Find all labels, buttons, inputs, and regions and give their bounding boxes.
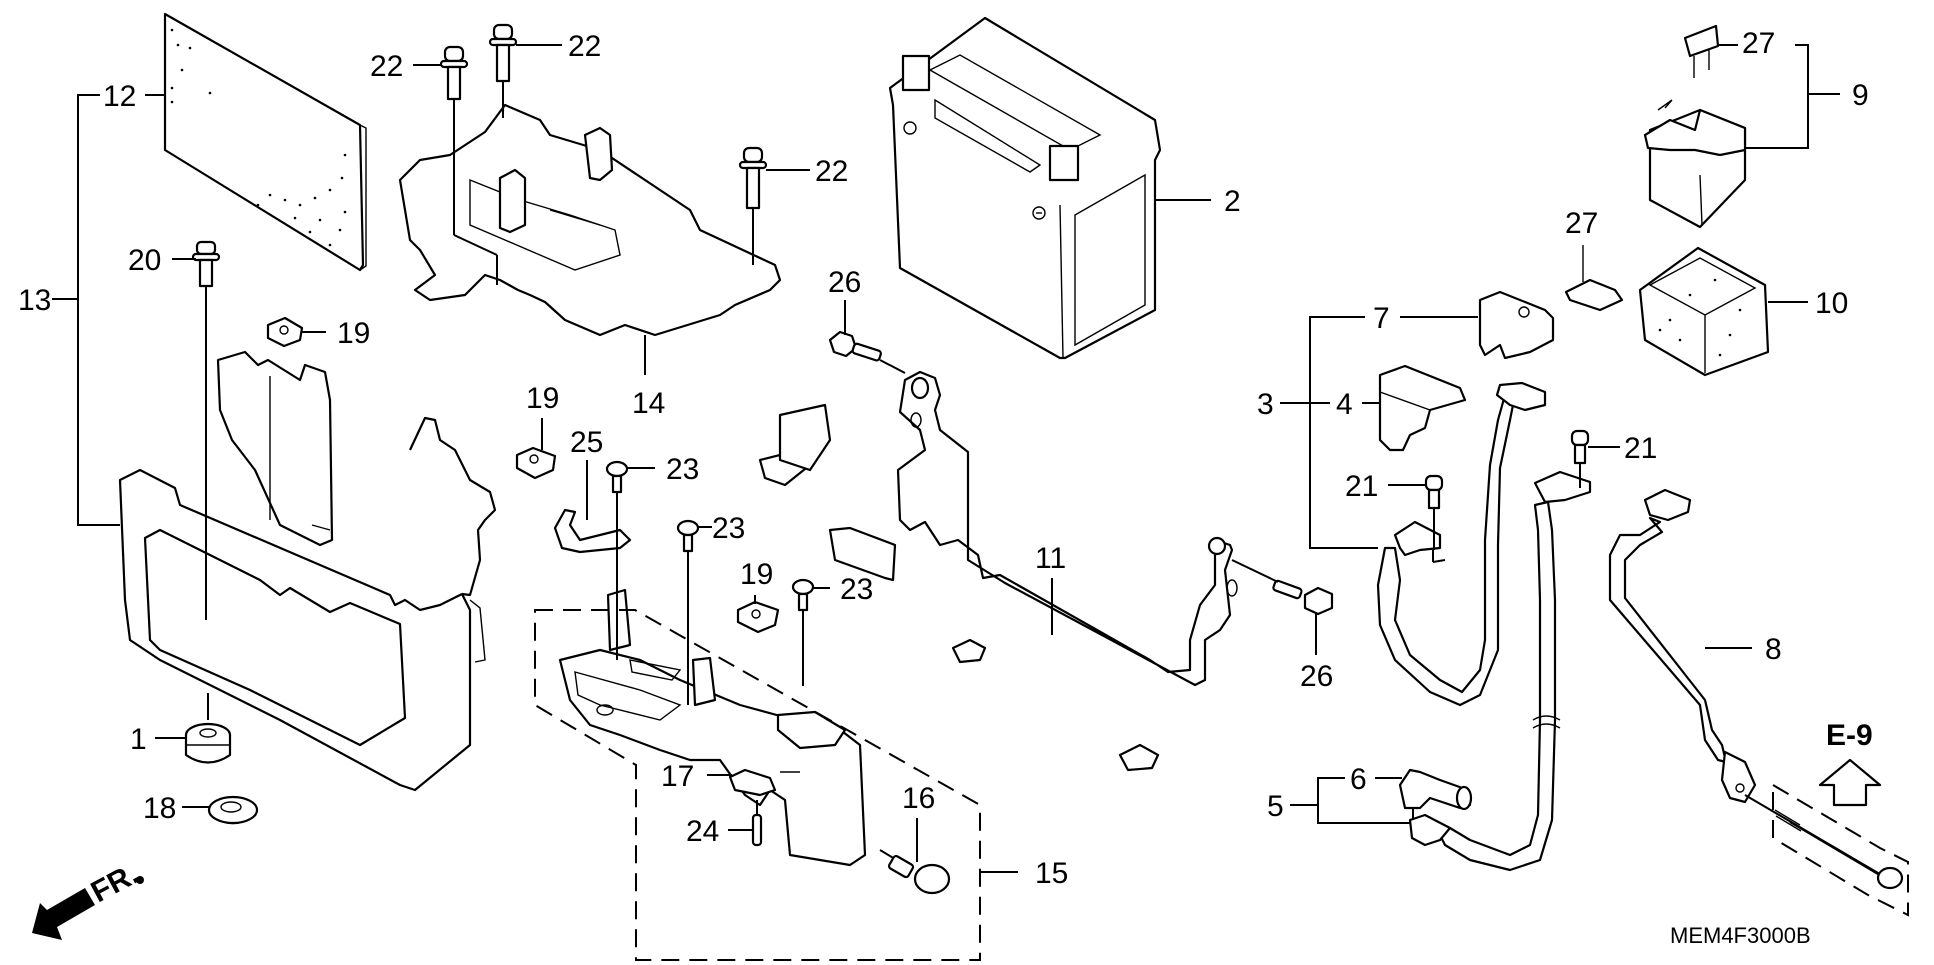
callout-14: 14 <box>632 387 665 420</box>
part-18-grommet <box>207 795 259 825</box>
callout-18: 18 <box>143 792 176 825</box>
callout-6: 6 <box>1350 763 1367 796</box>
part-27-fuse-mid <box>1564 245 1624 312</box>
callout-23-c: 23 <box>840 573 873 606</box>
callout-4: 4 <box>1336 388 1353 421</box>
callout-1: 1 <box>130 723 147 756</box>
part-8-ground-cable <box>1608 488 1757 804</box>
reference-e9: E-9 <box>1826 719 1873 752</box>
callout-22-right: 22 <box>815 155 848 188</box>
part-7-terminal-cover <box>1478 290 1555 360</box>
part-17-grommet <box>728 768 777 797</box>
callout-21-left: 21 <box>1345 470 1378 503</box>
e9-reference-arrow <box>1818 758 1882 807</box>
callout-23-a: 23 <box>666 453 699 486</box>
part-8-bolt-dashed <box>1744 783 1909 917</box>
callout-24: 24 <box>686 815 719 848</box>
part-20-bolt <box>191 240 221 620</box>
part-24-pin <box>751 800 763 847</box>
callout-15: 15 <box>1035 857 1068 890</box>
part-26-bolt-upper <box>828 330 906 374</box>
front-label: FR. <box>86 857 144 909</box>
part-14-battery-tray <box>398 103 782 337</box>
part-19-clip-nut <box>266 316 304 348</box>
part-16-bolt <box>879 849 951 895</box>
callout-26-lower: 26 <box>1300 660 1333 693</box>
part-13-battery-box <box>118 350 497 792</box>
diagram-code: MEM4F3000B <box>1670 923 1811 948</box>
part-27-fuse-top <box>1683 24 1720 78</box>
callout-19-upper: 19 <box>337 317 370 350</box>
callout-12: 12 <box>103 80 136 113</box>
callout-22-top: 22 <box>568 30 601 63</box>
part-9-starter-relay <box>1643 99 1747 229</box>
callout-22-left: 22 <box>370 50 403 83</box>
callout-8: 8 <box>1765 633 1782 666</box>
callout-7: 7 <box>1373 302 1390 335</box>
part-21-bolt-right <box>1570 429 1590 488</box>
part-15-group-outline <box>534 609 981 961</box>
part-3-battery-cable <box>1376 381 1547 707</box>
part-2-battery <box>888 16 1162 360</box>
part-19-clip-nut-mid <box>515 446 557 480</box>
callout-26-upper: 26 <box>828 266 861 299</box>
part-4-terminal-cover <box>1378 364 1467 452</box>
part-26-bolt-lower <box>1231 559 1334 616</box>
part-11-battery-bracket <box>758 370 1238 772</box>
callout-5: 5 <box>1267 790 1284 823</box>
callout-11: 11 <box>1035 542 1066 575</box>
callout-3: 3 <box>1257 388 1274 421</box>
part-22-bolt-right <box>738 146 768 265</box>
part-25-strap <box>553 508 632 554</box>
part-23-screw-b <box>676 519 700 705</box>
callout-19-lower: 19 <box>740 558 773 591</box>
part-5-battery-cable <box>1408 470 1592 872</box>
callout-27-top: 27 <box>1742 27 1775 60</box>
part-15-fuse-box <box>558 588 867 867</box>
part-12-battery-pad <box>163 12 367 272</box>
callout-17: 17 <box>661 760 694 793</box>
callout-10: 10 <box>1815 287 1848 320</box>
callout-19-mid: 19 <box>526 382 559 415</box>
part-22-bolt-top <box>488 23 518 118</box>
part-10-relay-cover <box>1638 246 1770 377</box>
part-6-terminal-cap <box>1398 768 1473 820</box>
callout-20: 20 <box>128 244 161 277</box>
part-23-screw-c <box>791 578 815 686</box>
callout-13: 13 <box>18 284 51 317</box>
callout-labels: 1 2 3 4 5 6 7 8 9 10 11 12 13 14 15 16 1… <box>18 27 1873 948</box>
callout-21-right: 21 <box>1624 432 1657 465</box>
callout-23-b: 23 <box>712 512 745 545</box>
leader-lines <box>52 44 1840 862</box>
part-21-bolt-left <box>1424 474 1444 550</box>
callout-2: 2 <box>1224 185 1241 218</box>
callout-16: 16 <box>902 782 935 815</box>
callout-9: 9 <box>1852 79 1869 112</box>
part-1-grommet <box>184 693 232 764</box>
callout-25: 25 <box>570 426 603 459</box>
part-19-clip-nut-lower <box>736 600 780 634</box>
front-direction-arrow <box>32 876 144 940</box>
callout-27-mid: 27 <box>1565 207 1598 240</box>
